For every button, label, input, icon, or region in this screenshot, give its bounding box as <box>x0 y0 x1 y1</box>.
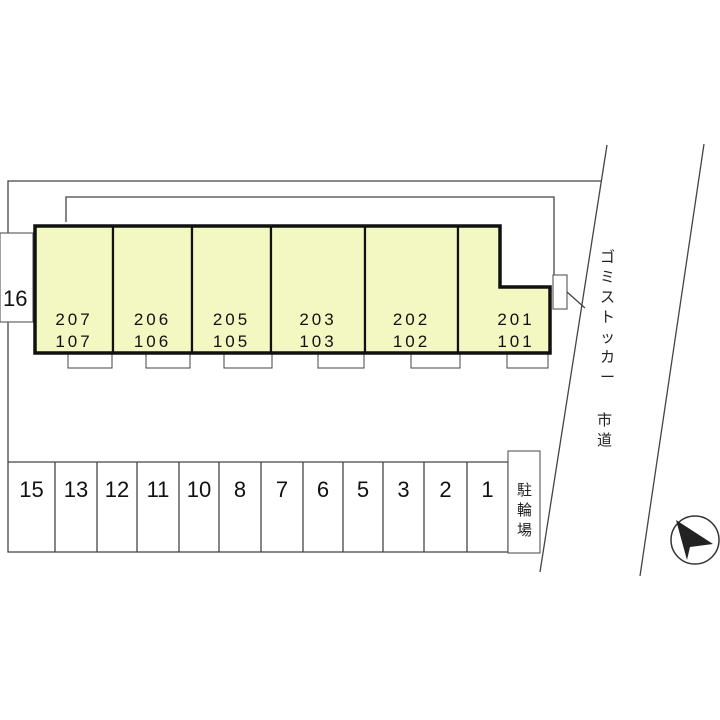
road-edge-right <box>639 143 705 577</box>
garbage-char-1: ゴ <box>600 248 615 266</box>
parking-space-3: 3 <box>382 462 410 552</box>
balcony <box>67 352 113 369</box>
parking-space-15: 15 <box>19 477 43 502</box>
garbage-char-4: ト <box>600 308 615 326</box>
balcony <box>317 352 365 369</box>
parking-space-16-box <box>0 232 34 323</box>
unit-number-lower: 103 <box>299 332 336 351</box>
balcony <box>223 352 273 369</box>
garbage-stocker-leader <box>566 291 586 309</box>
parking-space-number: 15 <box>19 477 43 502</box>
unit-number-lower: 107 <box>55 332 92 351</box>
parking-outline <box>7 462 508 553</box>
parking-space-7: 7 <box>260 462 288 552</box>
city-road-label: 市 道 <box>597 411 612 449</box>
parking-space-number: 6 <box>317 477 329 502</box>
unit-number-lower: 101 <box>497 332 534 351</box>
bicycle-parking <box>507 450 541 554</box>
bicycle-parking-char-2: 輪 <box>517 501 532 519</box>
city-road-char-1: 市 <box>597 411 612 429</box>
garbage-char-7: ー <box>600 368 615 386</box>
building-outline <box>33 224 552 355</box>
balcony <box>145 352 191 369</box>
building-eave-line <box>65 196 555 275</box>
parking-space-number: 7 <box>276 477 288 502</box>
garbage-char-2: ミ <box>600 268 615 286</box>
unit-number-upper: 206 <box>134 310 171 329</box>
parking-space-11: 11 <box>136 462 170 552</box>
road-edge-left <box>539 144 608 573</box>
parking-space-number: 13 <box>64 477 88 502</box>
unit-number-lower: 106 <box>134 332 171 351</box>
north-arrow-icon <box>670 515 720 565</box>
parking-space-number: 8 <box>234 477 246 502</box>
compass-arrow <box>676 520 713 560</box>
bicycle-parking-char-1: 駐 <box>517 481 532 499</box>
parking-space-number: 10 <box>187 477 211 502</box>
parking-space-number: 12 <box>105 477 129 502</box>
unit-number-upper: 207 <box>55 310 92 329</box>
parking-space-12: 12 <box>96 462 129 552</box>
city-road-char-2: 道 <box>597 431 612 449</box>
balcony <box>410 352 461 369</box>
parking-space-16: 16 <box>3 286 27 311</box>
unit-number-upper: 202 <box>393 310 430 329</box>
unit-number-lower: 105 <box>213 332 250 351</box>
unit-number-upper: 201 <box>497 310 534 329</box>
parking-space-number: 1 <box>481 477 493 502</box>
bicycle-parking-char-3: 場 <box>517 521 532 539</box>
garbage-stocker-label: ゴ ミ ス ト ッ カ ー <box>600 248 615 386</box>
parking-space-5: 5 <box>342 462 369 552</box>
property-boundary <box>7 180 602 233</box>
unit-number-lower: 102 <box>393 332 430 351</box>
balcony <box>506 352 549 369</box>
parking-row: 15 13 12 11 10 8 7 6 5 3 2 1 <box>7 461 509 553</box>
garbage-char-6: カ <box>600 348 615 366</box>
unit-number-upper: 205 <box>213 310 250 329</box>
parking-space-number: 2 <box>439 477 451 502</box>
parking-space-8: 8 <box>218 462 246 552</box>
parking-space-number: 3 <box>397 477 409 502</box>
parking-space-13: 13 <box>54 462 88 552</box>
parking-space-6: 6 <box>302 462 329 552</box>
parking-space-number: 11 <box>147 477 170 502</box>
parking-space-2: 2 <box>423 462 452 552</box>
garbage-stocker <box>552 274 568 310</box>
unit-number-upper: 203 <box>299 310 336 329</box>
garbage-char-3: ス <box>600 288 615 306</box>
parking-space-number: 5 <box>357 477 369 502</box>
garbage-char-5: ッ <box>600 328 615 346</box>
parking-space-10: 10 <box>178 462 211 552</box>
parking-space-1: 1 <box>466 462 494 552</box>
